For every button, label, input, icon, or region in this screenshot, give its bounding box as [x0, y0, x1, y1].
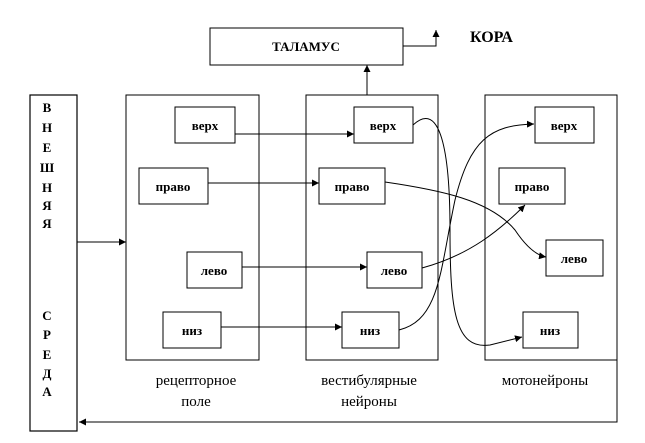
motor-node-right: право: [498, 167, 566, 205]
external-environment: В Н Е Ш Н Я Я С Р Е Д А: [29, 94, 78, 432]
node-label: право: [515, 179, 550, 194]
node-label: низ: [182, 323, 202, 338]
arrow-vest-right-to-motor-left: [384, 181, 547, 260]
node-label: низ: [540, 323, 560, 338]
vestibular-column: [305, 94, 439, 361]
env-letter: Я: [42, 198, 52, 213]
node-label: лево: [381, 263, 408, 278]
node-label: лево: [561, 251, 588, 266]
vestibular-caption-line2: нейроны: [341, 394, 397, 410]
arrow-vest-down-to-motor-up: [398, 120, 535, 331]
arrow-vest-up-to-motor-down: [412, 118, 523, 346]
env-letter: Р: [43, 327, 51, 342]
vestibular-caption-line1: вестибулярные: [321, 373, 417, 389]
vestibular-node-left: лево: [366, 251, 423, 289]
receptor-caption-line1: рецепторное: [156, 373, 237, 389]
receptor-node-up: верх: [174, 106, 236, 144]
env-letter: Ш: [40, 160, 55, 175]
env-letter: Я: [42, 216, 52, 231]
env-letter: А: [42, 384, 52, 399]
node-label: верх: [370, 118, 397, 133]
env-letter: Е: [43, 347, 52, 362]
thalamus-box: ТАЛАМУС: [209, 27, 404, 66]
receptor-node-right: право: [138, 167, 209, 205]
node-label: верх: [192, 118, 219, 133]
cortex-label: КОРА: [470, 29, 513, 46]
receptor-node-left: лево: [186, 251, 243, 289]
vestibular-node-down: низ: [341, 311, 400, 349]
node-label: право: [335, 179, 370, 194]
env-letter: Д: [43, 366, 52, 381]
env-letter: С: [42, 308, 51, 323]
env-letter: Е: [43, 140, 52, 155]
node-label: верх: [551, 118, 578, 133]
node-label: лево: [201, 263, 228, 278]
receptor-column: [125, 94, 260, 361]
thalamus-label: ТАЛАМУС: [272, 39, 340, 54]
arrow-feedback-bottom: [79, 360, 618, 426]
env-letter: Н: [42, 180, 52, 195]
motor-node-up: верх: [534, 106, 595, 144]
motor-node-left: лево: [545, 239, 604, 277]
receptor-node-down: низ: [162, 311, 222, 349]
env-letter: Н: [42, 120, 52, 135]
vestibular-node-right: право: [318, 167, 386, 205]
arrow-thalamus-to-cortex: [403, 30, 440, 47]
node-label: низ: [360, 323, 380, 338]
receptor-caption-line2: поле: [181, 394, 211, 410]
env-letter: В: [43, 100, 52, 115]
vestibular-node-up: верх: [353, 106, 414, 144]
motor-node-down: низ: [522, 311, 579, 349]
motor-column: [484, 94, 618, 361]
arrow-vest-left-to-motor-right: [421, 204, 526, 269]
motor-caption: мотонейроны: [502, 373, 588, 389]
node-label: право: [156, 179, 191, 194]
